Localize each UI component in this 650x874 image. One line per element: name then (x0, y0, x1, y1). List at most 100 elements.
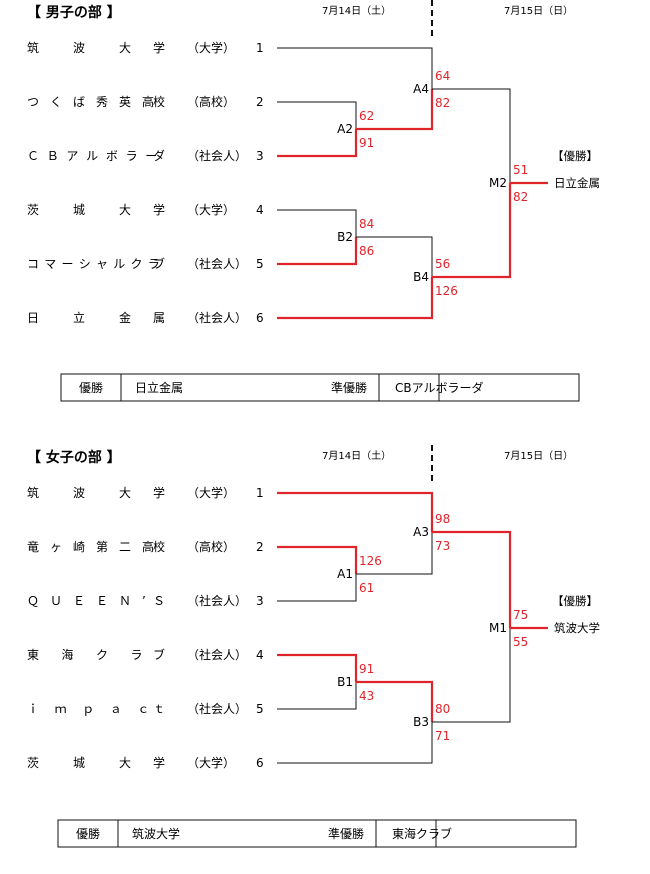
team-category: （社会人） (187, 701, 247, 716)
team-name-char: 秀 (96, 95, 108, 109)
team-seed: 2 (256, 540, 264, 554)
team-name-char: Ｎ (119, 594, 131, 608)
team-name-char: ラ (148, 257, 160, 271)
team-name-char: Ｑ (27, 594, 39, 608)
score: 71 (435, 729, 450, 743)
champion-label: 【優勝】 (552, 149, 598, 163)
runner-up-name: 東海クラブ (392, 826, 452, 841)
runner-up-label: 準優勝 (328, 826, 364, 841)
date-day1: 7月14日（土） (322, 449, 391, 462)
score: 73 (435, 539, 450, 553)
team-seed: 3 (256, 149, 264, 163)
score: 51 (513, 163, 528, 177)
winner-name: 日立金属 (135, 380, 183, 395)
section-title: 【 女子の部 】 (27, 449, 121, 466)
winner-name: 筑波大学 (132, 826, 180, 841)
bracket-line (277, 574, 357, 602)
bracket-line (432, 183, 512, 279)
score: 62 (359, 109, 374, 123)
team-name-char: ャ (96, 257, 108, 271)
bracket-line (356, 89, 434, 131)
team-name-char: ａ (110, 702, 122, 716)
match-label: B4 (413, 270, 429, 284)
team-name-char: ボ (106, 149, 118, 163)
score: 55 (513, 635, 528, 649)
team-name-char: 城 (73, 203, 85, 217)
score: 64 (435, 69, 450, 83)
team-name-char: 筑 (27, 40, 39, 55)
results-table (60, 373, 580, 402)
team-seed: 5 (256, 702, 264, 716)
score: 56 (435, 257, 450, 271)
team-name-char: 竜 (27, 540, 39, 554)
results-table (57, 819, 577, 848)
team-name-char: 高 (142, 94, 154, 109)
match-label: M2 (489, 176, 507, 190)
score: 82 (435, 96, 450, 110)
team-name-char: ル (113, 257, 125, 271)
team-name-char: ラ (126, 149, 138, 163)
team-name-char: Ｅ (73, 594, 85, 608)
score: 98 (435, 512, 450, 526)
team-category: （社会人） (187, 256, 247, 271)
team-name-char: 第 (96, 540, 108, 554)
score: 80 (435, 702, 450, 716)
team-category: （社会人） (187, 647, 247, 662)
match-label: A3 (413, 525, 429, 539)
team-category: （社会人） (187, 148, 247, 163)
match-label: A1 (337, 567, 353, 581)
team-name-char: 大 (119, 756, 131, 770)
team-name-char: 立 (73, 310, 85, 325)
score: 61 (359, 581, 374, 595)
match-label: M1 (489, 621, 507, 635)
section-title: 【 男子の部 】 (27, 4, 121, 21)
team-name-char: シ (79, 257, 91, 271)
bracket-line (277, 277, 434, 320)
team-name-char: ダ (153, 148, 165, 163)
team-category: （大学） (187, 202, 235, 217)
team-category: （大学） (187, 485, 235, 500)
team-name-char: 波 (73, 41, 85, 55)
team-seed: 2 (256, 95, 264, 109)
team-name-char: 崎 (73, 540, 85, 554)
team-name-char: つ (27, 95, 39, 109)
team-name-char: 波 (73, 486, 85, 500)
team-category: （高校） (187, 94, 235, 109)
team-name-char: 学 (153, 40, 165, 55)
champion-name: 日立金属 (554, 176, 600, 190)
bracket-line (432, 530, 512, 628)
team-seed: 1 (256, 41, 264, 55)
bracket-line (277, 491, 434, 532)
team-name-char: 城 (73, 756, 85, 770)
team-name-char: ク (96, 648, 108, 662)
team-seed: 3 (256, 594, 264, 608)
team-category: （大学） (187, 40, 235, 55)
team-name-char: 大 (119, 203, 131, 217)
team-category: （高校） (187, 539, 235, 554)
team-name-char: Ｓ (153, 594, 165, 608)
team-name-char: 高 (142, 539, 154, 554)
team-name-char: ヶ (50, 540, 62, 554)
team-category: （社会人） (187, 593, 247, 608)
match-label: B2 (337, 230, 353, 244)
score: 126 (435, 284, 458, 298)
bracket-line (277, 722, 433, 764)
runner-up-label: 準優勝 (331, 380, 367, 395)
match-label: B1 (337, 675, 353, 689)
bracket-line (432, 628, 511, 723)
team-name-char: 大 (119, 41, 131, 55)
bracket-line (356, 532, 433, 575)
score: 126 (359, 554, 382, 568)
champion-label: 【優勝】 (552, 594, 598, 608)
bracket-line (277, 129, 358, 158)
team-seed: 5 (256, 257, 264, 271)
team-name-char: ラ (131, 648, 143, 662)
team-name-char: ’ (142, 594, 146, 608)
bracket-line (356, 680, 434, 722)
date-day2: 7月15日（日） (504, 5, 573, 17)
team-name-char: 属 (153, 311, 165, 325)
team-name-char: 学 (153, 202, 165, 217)
bracket-line (277, 209, 357, 237)
team-name-char: 学 (153, 755, 165, 770)
team-name-char: く (50, 95, 62, 109)
